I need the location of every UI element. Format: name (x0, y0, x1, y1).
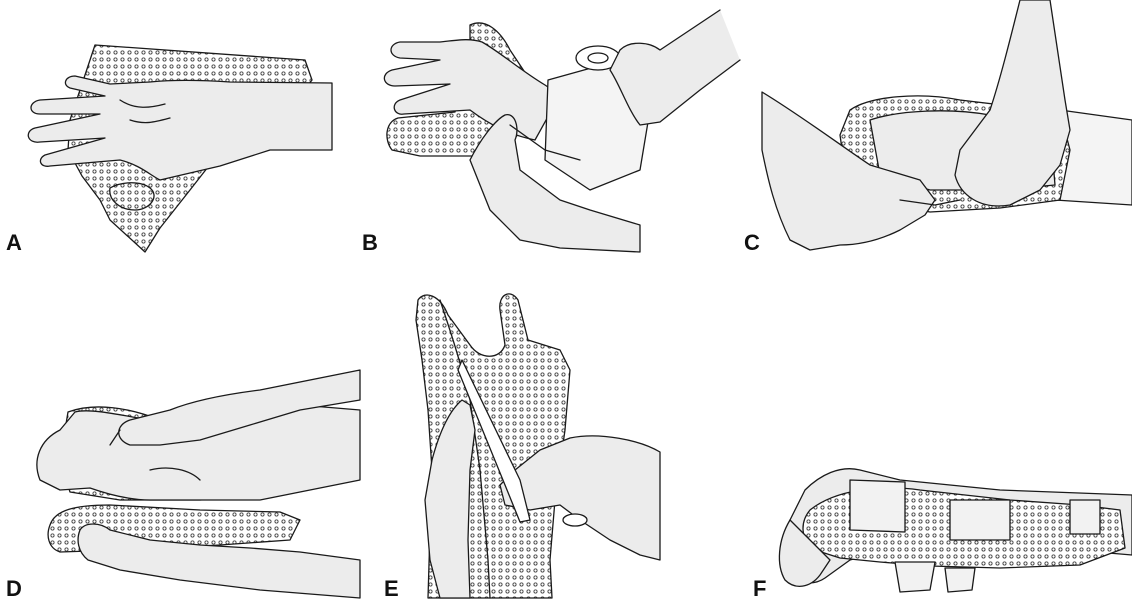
forearm (28, 76, 332, 180)
strap-bottom-2 (945, 568, 975, 592)
panel-c-illustration (762, 0, 1132, 250)
panel-f-illustration (779, 469, 1132, 592)
panel-b-illustration (384, 10, 740, 252)
panel-label-b: B (362, 232, 378, 254)
panel-label-d: D (6, 578, 22, 600)
panel-label-f: F (753, 578, 766, 600)
panel-d-illustration (37, 370, 360, 598)
panel-label-c: C (744, 232, 760, 254)
panel-a-illustration (28, 45, 332, 252)
strap-bottom-1 (895, 562, 935, 592)
strap-top-3 (1070, 500, 1100, 534)
helper-hand-top (610, 10, 740, 125)
strap-top-1 (850, 480, 905, 532)
panel-label-a: A (6, 232, 22, 254)
strap-top-2 (950, 500, 1010, 540)
panel-label-e: E (384, 578, 399, 600)
panel-e-illustration (416, 294, 660, 598)
